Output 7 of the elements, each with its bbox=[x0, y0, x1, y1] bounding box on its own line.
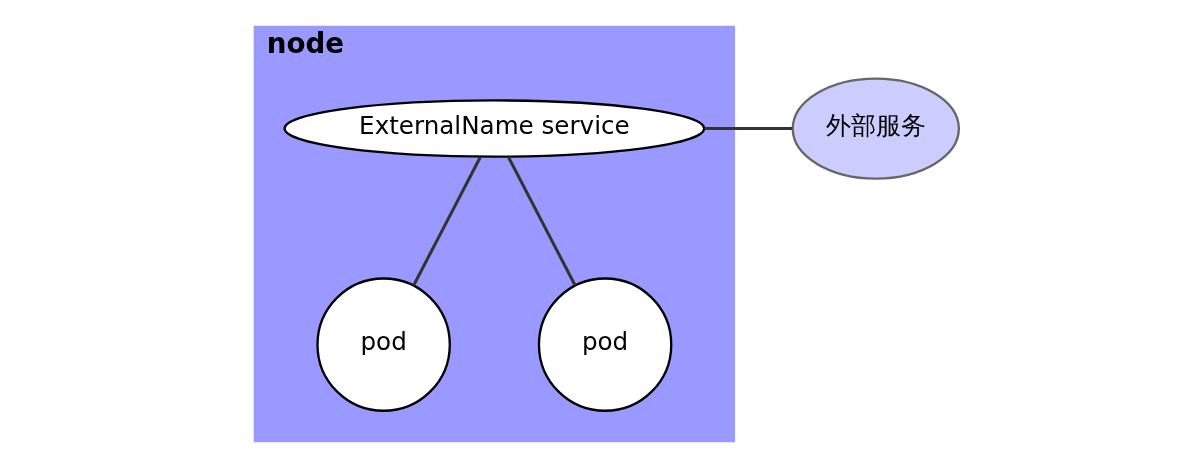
node-ellipse: ExternalName service bbox=[282, 99, 705, 158]
node-circle: pod bbox=[315, 277, 451, 412]
node-circle: pod bbox=[537, 277, 672, 412]
connector bbox=[411, 156, 482, 287]
connector bbox=[703, 127, 792, 131]
connector bbox=[506, 156, 577, 287]
node-ellipse: 外部服务 bbox=[791, 77, 960, 180]
